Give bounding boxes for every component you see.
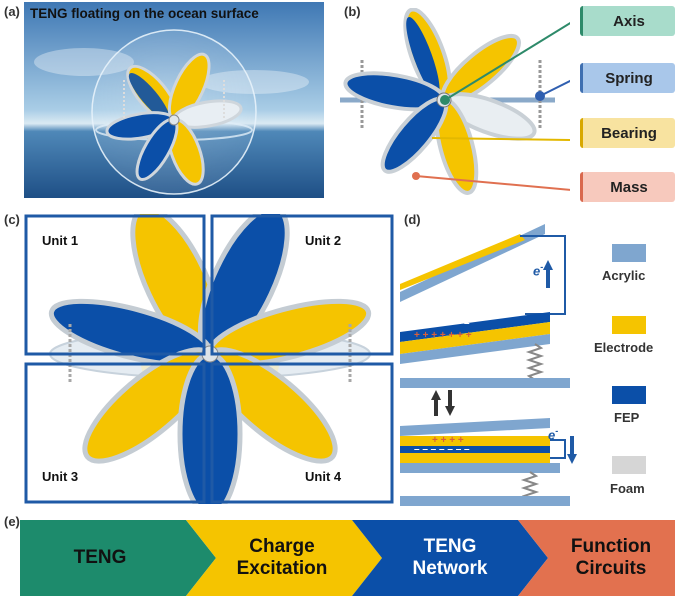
flow-step-charge-shape (186, 520, 382, 596)
mass-callout: Mass (580, 172, 675, 202)
flow-chart (20, 520, 675, 596)
electron-sup-top: - (540, 262, 544, 272)
working-mechanism (400, 214, 580, 510)
mass-callout-text: Mass (610, 178, 648, 196)
charges-plus-top: + + + + + + + (414, 330, 472, 341)
legend-swatch-acrylic (612, 244, 646, 262)
legend-swatch-foam (612, 456, 646, 474)
electron-symbol-top: e (533, 263, 541, 279)
electron-symbol-bottom: e (548, 427, 556, 443)
panel-e-label: (e) (4, 514, 20, 529)
legend-label-acrylic: Acrylic (602, 268, 646, 283)
device-structure (340, 7, 573, 198)
flow-step-network-shape (352, 520, 548, 596)
electron-label-top: e- (533, 262, 543, 278)
ocean-photo (24, 2, 324, 198)
panel-d-label: (d) (404, 212, 421, 227)
axis-callout: Axis (580, 6, 675, 36)
legend-label-foam: Foam (610, 481, 645, 496)
unit-2-label: Unit 2 (305, 233, 342, 248)
charges-minus-top: – – – – – – – (414, 318, 470, 329)
panel-a-label: (a) (4, 4, 20, 19)
panel-c-label: (c) (4, 212, 20, 227)
legend-swatch-electrode (612, 316, 646, 334)
flow-step-circuits-line2: Circuits (575, 558, 647, 579)
panel-b-label: (b) (344, 4, 361, 19)
flow-step-teng-shape (20, 520, 216, 596)
bearing-callout: Bearing (580, 118, 675, 148)
bearing-callout-text: Bearing (601, 124, 657, 142)
unit-3-label: Unit 3 (42, 469, 79, 484)
flow-step-teng: TENG (40, 547, 160, 569)
legend-swatch-fep (612, 386, 646, 404)
unit-4-label: Unit 4 (305, 469, 342, 484)
spring-callout-text: Spring (605, 69, 653, 87)
flow-step-charge: Charge Excitation (212, 536, 352, 580)
unit-1-label: Unit 1 (42, 233, 79, 248)
electron-label-bottom: e- (548, 426, 558, 442)
flow-step-network-line2: Network (412, 558, 488, 579)
legend-label-fep: FEP (614, 410, 640, 425)
electron-sup-bottom: - (555, 426, 559, 436)
flow-step-teng-line1: TENG (73, 547, 127, 568)
flow-step-network: TENG Network (380, 536, 520, 580)
flow-step-circuits-line1: Function (570, 536, 652, 557)
charges-plus-bottom: + + + + (432, 435, 464, 446)
axis-callout-text: Axis (613, 12, 645, 30)
charges-minus-bottom: – – – – – – – (414, 444, 470, 455)
flow-step-circuits-shape (518, 520, 675, 596)
legend-label-electrode: Electrode (594, 340, 654, 355)
units-illustration (24, 205, 396, 517)
flow-step-charge-line2: Excitation (236, 558, 328, 579)
photo-title: TENG floating on the ocean surface (30, 6, 259, 21)
flow-step-circuits: Function Circuits (548, 536, 674, 580)
spring-callout: Spring (580, 63, 675, 93)
flow-step-charge-line1: Charge (249, 536, 315, 557)
flow-step-network-line1: TENG (423, 536, 477, 557)
